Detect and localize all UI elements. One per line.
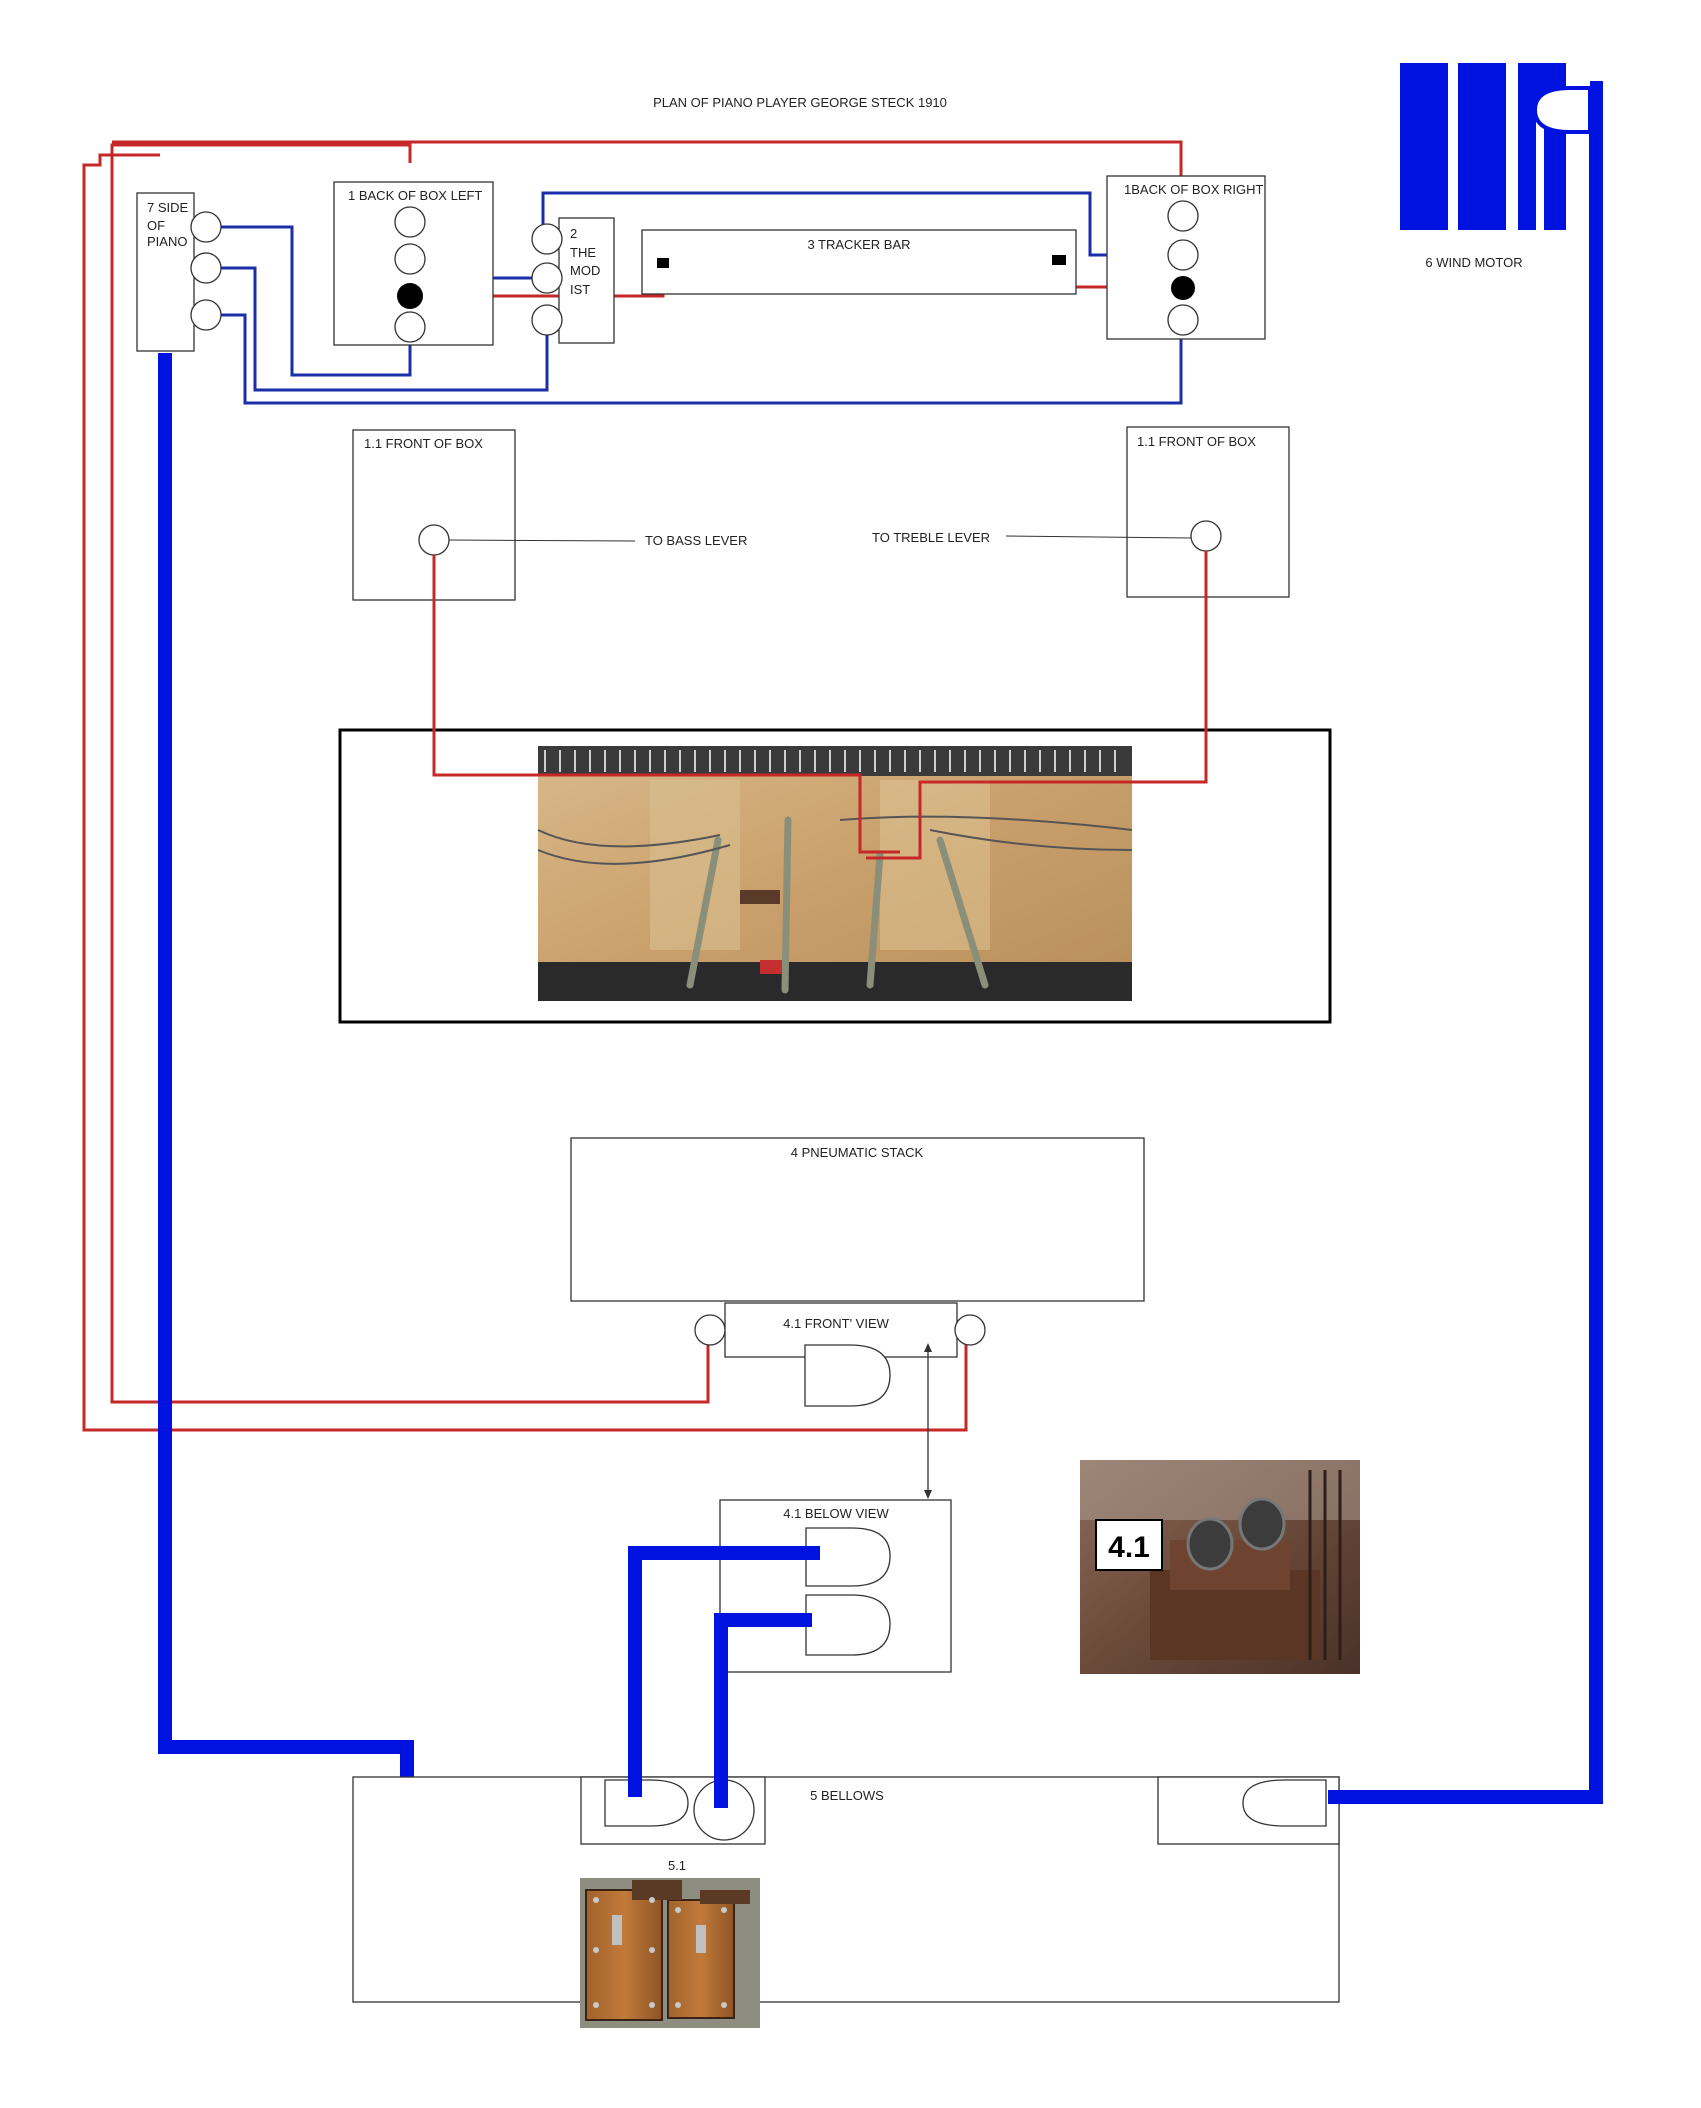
svg-text:2: 2: [570, 226, 577, 241]
front-box-left-label: 1.1 FRONT OF BOX: [364, 436, 483, 451]
modist-port-1: [531, 223, 563, 255]
back-box-right-label: 1BACK OF BOX RIGHT: [1124, 182, 1263, 197]
tracker-port-right: [1052, 255, 1066, 265]
below-view-nozzle-2: [805, 1594, 891, 1656]
photo-5-1: [580, 1878, 760, 2028]
wind-motor: [1400, 63, 1592, 235]
wind-motor-label: 6 WIND MOTOR: [1425, 255, 1522, 270]
red-line-right-top: [112, 140, 1183, 193]
side-of-piano-box: [136, 192, 195, 352]
modist-box: [558, 217, 615, 344]
svg-text:MOD: MOD: [570, 263, 600, 278]
red-line-outer-2: [82, 153, 968, 1432]
pneumatic-stack-label: 4 PNEUMATIC STACK: [791, 1145, 924, 1160]
wind-motor-pipe: [1328, 81, 1603, 1804]
svg-text:OF: OF: [147, 218, 165, 233]
back-left-port-3: [397, 283, 423, 309]
back-left-port-1: [394, 206, 426, 238]
back-left-port-4: [394, 311, 426, 343]
blue-line-side-mid: [218, 266, 549, 392]
back-box-left-label: 1 BACK OF BOX LEFT: [348, 188, 482, 203]
to-bass-lever-label: TO BASS LEVER: [645, 533, 747, 548]
front-left-port: [418, 524, 450, 556]
diagram-title: PLAN OF PIANO PLAYER GEORGE STECK 1910: [653, 95, 947, 110]
front-view-port-left: [694, 1314, 726, 1346]
tracker-bar: [641, 229, 1077, 295]
front-box-right-label: 1.1 FRONT OF BOX: [1137, 434, 1256, 449]
side-port-3: [190, 299, 222, 331]
svg-text:7 SIDE: 7 SIDE: [147, 200, 189, 215]
pneumatic-stack: [570, 1137, 1145, 1302]
bellows-label: 5 BELLOWS: [810, 1788, 884, 1803]
treble-lever-line: [1005, 535, 1192, 539]
red-line-treble: [866, 551, 1208, 860]
side-port-2: [190, 252, 222, 284]
back-right-port-4: [1167, 304, 1199, 336]
side-port-1: [190, 211, 222, 243]
svg-text:IST: IST: [570, 282, 590, 297]
front-right-port: [1190, 520, 1222, 552]
back-right-port-1: [1167, 200, 1199, 232]
red-line-bass: [432, 555, 900, 854]
blue-line-side-top: [218, 225, 412, 377]
back-right-port-3: [1171, 276, 1195, 300]
front-view-label: 4.1 FRONT' VIEW: [783, 1316, 890, 1331]
photo-4-1-label: 4.1: [1108, 1531, 1150, 1564]
front-view-port-right: [954, 1314, 986, 1346]
blue-line-side-bottom: [218, 313, 1183, 405]
front-box-right: [1126, 426, 1290, 598]
bellows-sub-label: 5.1: [668, 1858, 686, 1873]
wind-motor-pipe-end: [1328, 1700, 1603, 1804]
modist-port-3: [531, 304, 563, 336]
bass-lever-line: [448, 539, 636, 542]
tracker-bar-label: 3 TRACKER BAR: [807, 237, 910, 252]
back-right-port-2: [1167, 239, 1199, 271]
tracker-port-left: [657, 258, 669, 268]
bellows-inlet-right-nozzle: [1242, 1779, 1327, 1827]
lever-photo: [537, 746, 1133, 1001]
bellows-inlet-left-nozzle: [604, 1779, 689, 1827]
below-view-label: 4.1 BELOW VIEW: [783, 1506, 889, 1521]
front-view-nozzle: [804, 1344, 891, 1407]
red-line-outer: [110, 143, 710, 1404]
svg-text:THE: THE: [570, 245, 596, 260]
view-arrow: [924, 1343, 932, 1499]
side-of-piano-label: 7 SIDE OF PIANO: [147, 200, 189, 249]
modist-port-2: [531, 262, 563, 294]
back-left-port-2: [394, 243, 426, 275]
below-view-nozzle-1: [805, 1527, 891, 1587]
to-treble-lever-label: TO TREBLE LEVER: [872, 530, 990, 545]
photo-4-1: [1080, 1460, 1360, 1674]
modist-label: 2 THE MOD IST: [570, 226, 600, 297]
svg-text:PIANO: PIANO: [147, 234, 187, 249]
side-of-piano-pipe: [158, 353, 414, 1777]
